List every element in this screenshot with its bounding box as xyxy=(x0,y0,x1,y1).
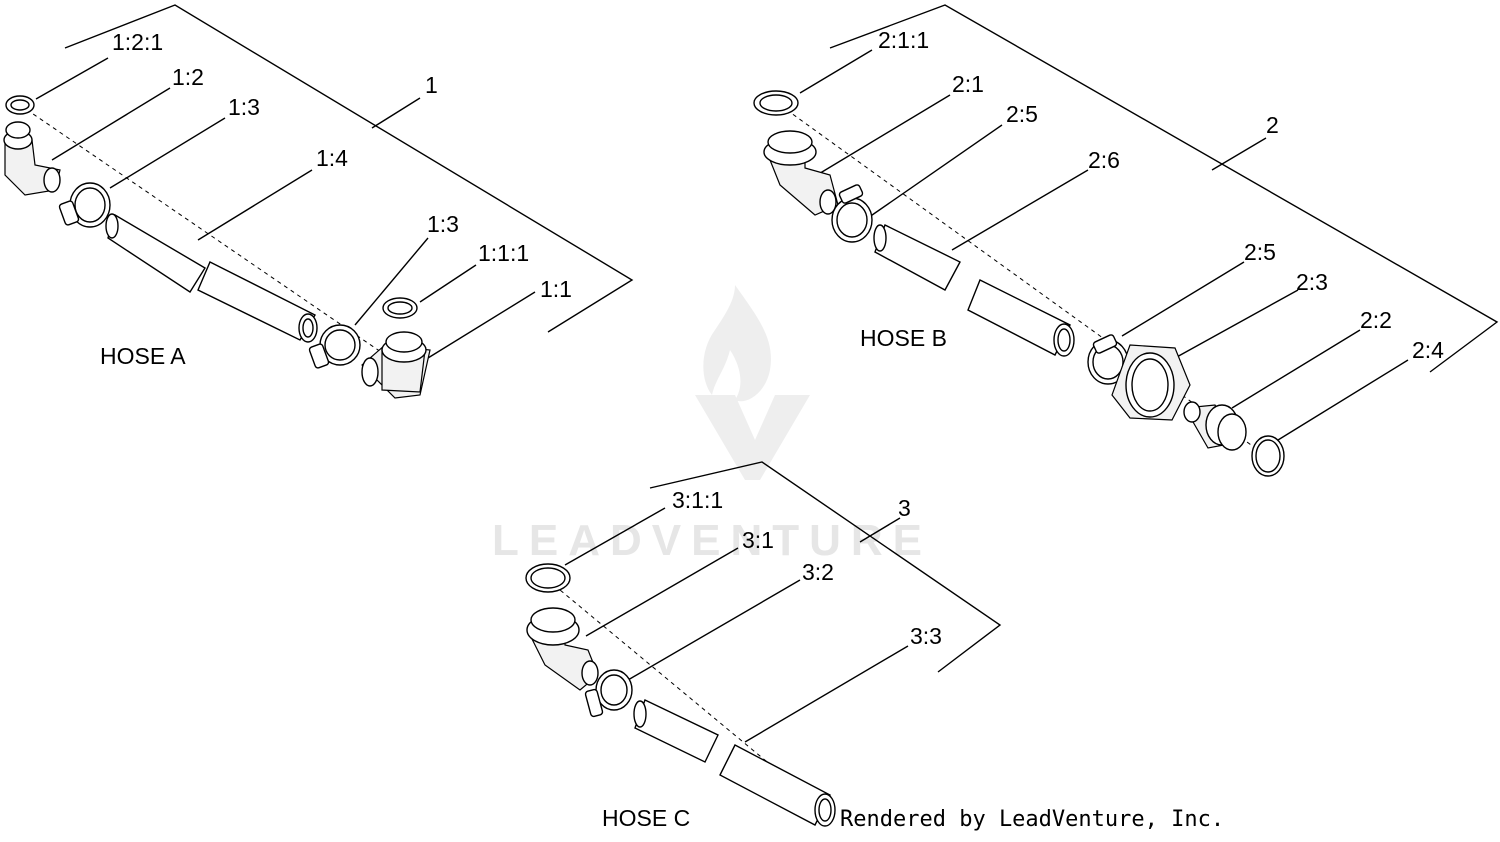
callout-1-3-b: 1:3 xyxy=(427,211,459,237)
leader-1-1 xyxy=(427,291,536,359)
leader-3-2 xyxy=(627,579,801,681)
callout-1-2-1: 1:2:1 xyxy=(112,29,163,55)
leader-3-3 xyxy=(744,645,909,743)
leader-1 xyxy=(371,97,421,129)
callout-2-5-a: 2:5 xyxy=(1006,101,1038,127)
hose-a-title: HOSE A xyxy=(100,343,186,369)
leader-2-4 xyxy=(1277,359,1409,441)
o-ring-inner-icon xyxy=(10,99,30,111)
callout-3-2: 3:2 xyxy=(802,559,834,585)
elbow-fitting-icon xyxy=(361,331,431,399)
callout-2: 2 xyxy=(1266,112,1279,138)
leader-3 xyxy=(859,517,901,543)
leader-1-3-b xyxy=(354,237,429,326)
group-hose-b: 2 2:1:1 2:1 2:5 2:6 2:5 2:3 2:2 2:4 HOSE… xyxy=(753,4,1499,477)
callout-3-1-1: 3:1:1 xyxy=(672,487,723,513)
callout-2-1-1: 2:1:1 xyxy=(878,27,929,53)
callout-1: 1 xyxy=(425,72,438,98)
hose-b-title: HOSE B xyxy=(860,325,947,351)
callout-2-3: 2:3 xyxy=(1296,269,1328,295)
watermark-v-icon xyxy=(695,395,810,480)
hose-segment-icon xyxy=(873,224,1075,357)
o-ring-inner-icon xyxy=(387,301,413,315)
callout-1-1-1: 1:1:1 xyxy=(478,240,529,266)
leader-1-2 xyxy=(51,87,171,161)
bracket-1 xyxy=(64,4,634,333)
o-ring-inner-icon xyxy=(759,94,793,112)
leader-3-1-1 xyxy=(564,507,666,566)
hose-clamp-icon xyxy=(58,182,111,228)
callout-2-5-b: 2:5 xyxy=(1244,239,1276,265)
threaded-fitting-icon xyxy=(1183,401,1247,451)
callout-2-6: 2:6 xyxy=(1088,147,1120,173)
callout-3-3: 3:3 xyxy=(910,623,942,649)
elbow-fitting-icon xyxy=(763,130,839,216)
callout-2-2: 2:2 xyxy=(1360,307,1392,333)
hose-clamp-icon xyxy=(1087,334,1129,385)
hose-c-title: HOSE C xyxy=(602,805,690,831)
callout-1-1: 1:1 xyxy=(540,276,572,302)
callout-1-2: 1:2 xyxy=(172,64,204,90)
leader-2-5-a xyxy=(861,124,1003,223)
hose-segment-icon xyxy=(633,699,836,827)
hose-segment-icon xyxy=(105,213,318,343)
leader-2-1-1 xyxy=(799,49,873,94)
leader-3-1 xyxy=(585,547,739,637)
callout-2-4: 2:4 xyxy=(1412,337,1444,363)
credit-text: Rendered by LeadVenture, Inc. xyxy=(840,807,1224,832)
callout-1-3-a: 1:3 xyxy=(228,94,260,120)
elbow-fitting-icon xyxy=(526,607,599,691)
leader-1-1-1 xyxy=(419,264,477,303)
callout-2-1: 2:1 xyxy=(952,71,984,97)
leader-2-3 xyxy=(1174,289,1299,359)
callout-1-4: 1:4 xyxy=(316,145,348,171)
watermark: LEADVENTURE xyxy=(492,285,932,565)
leader-1-4 xyxy=(197,169,313,241)
leader-2-1 xyxy=(811,94,951,179)
leader-1-2-1 xyxy=(35,57,109,100)
leader-2-2 xyxy=(1231,329,1361,409)
o-ring-inner-icon xyxy=(530,567,566,589)
hose-clamp-icon xyxy=(584,669,633,718)
o-ring-inner-icon xyxy=(1255,439,1281,473)
watermark-flame-icon xyxy=(703,285,771,402)
leader-2-6 xyxy=(951,169,1089,251)
callout-3: 3 xyxy=(898,495,911,521)
hose-clamp-icon xyxy=(831,184,873,243)
group-hose-a: 1 1:2:1 1:2 1:3 1:4 1:3 1:1:1 1:1 HOSE A xyxy=(3,4,634,399)
group-hose-c: 3 3:1:1 3:1 3:2 3:3 HOSE C xyxy=(525,461,1002,831)
hose-clamp-icon xyxy=(308,324,361,369)
bracket-3 xyxy=(649,461,1002,673)
leader-2 xyxy=(1211,137,1267,171)
bracket-2 xyxy=(829,4,1499,373)
leader-1-3-a xyxy=(109,117,226,189)
elbow-fitting-icon xyxy=(3,121,61,196)
coupling-nut-icon xyxy=(1111,344,1191,421)
callout-3-1: 3:1 xyxy=(742,527,774,553)
watermark-text: LEADVENTURE xyxy=(492,516,932,565)
leader-2-5-b xyxy=(1121,261,1245,337)
